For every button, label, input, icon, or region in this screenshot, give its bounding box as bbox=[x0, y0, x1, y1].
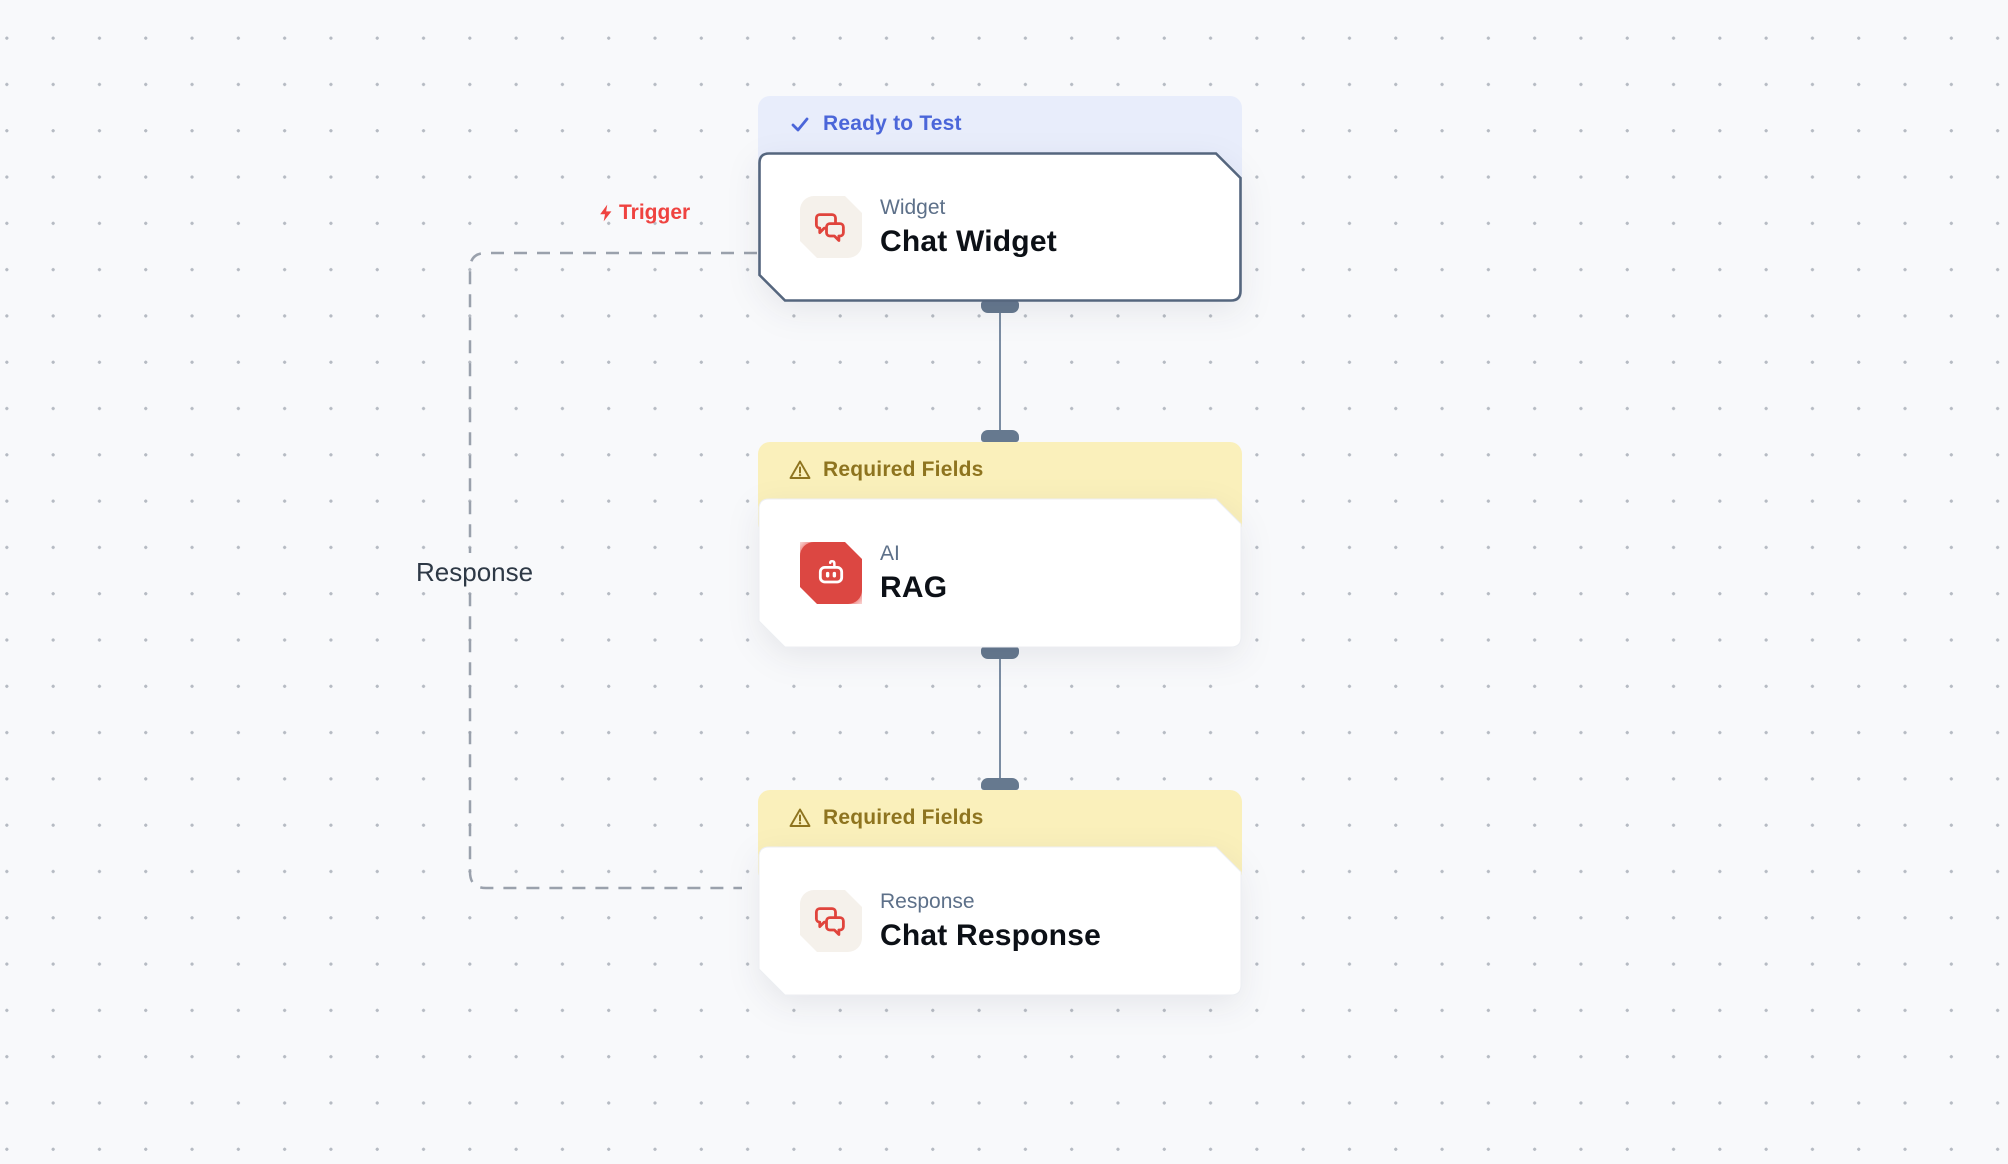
status-badge-label: Ready to Test bbox=[823, 112, 962, 135]
node-rag[interactable]: Required Fields AI RAG bbox=[758, 442, 1242, 648]
bolt-icon bbox=[600, 204, 612, 222]
node-title: RAG bbox=[880, 570, 948, 604]
warning-icon bbox=[789, 808, 811, 827]
chat-bubbles-icon bbox=[800, 890, 862, 952]
node-card[interactable] bbox=[758, 846, 1242, 996]
output-port-handle[interactable] bbox=[981, 301, 1019, 313]
node-card[interactable] bbox=[758, 152, 1242, 302]
status-badge-label: Required Fields bbox=[823, 806, 984, 829]
input-port-handle[interactable] bbox=[981, 778, 1019, 790]
node-type-label: AI bbox=[880, 541, 900, 565]
node-type-label: Widget bbox=[880, 195, 946, 219]
node-chat-response[interactable]: Required Fields Response Chat Response bbox=[758, 790, 1242, 996]
connector-line bbox=[998, 648, 1002, 790]
check-icon bbox=[791, 117, 809, 132]
chat-bubbles-icon bbox=[800, 196, 862, 258]
node-chat-widget[interactable]: Ready to Test Widget Chat Widget bbox=[758, 96, 1242, 302]
input-port-handle[interactable] bbox=[981, 430, 1019, 442]
node-title: Chat Widget bbox=[880, 224, 1057, 258]
node-title: Chat Response bbox=[880, 918, 1101, 952]
status-badge-label: Required Fields bbox=[823, 458, 984, 481]
warning-icon bbox=[789, 460, 811, 479]
node-card[interactable] bbox=[758, 498, 1242, 648]
response-edge-label: Response bbox=[406, 553, 544, 592]
connector-line bbox=[998, 302, 1002, 442]
trigger-label: Trigger bbox=[596, 201, 690, 225]
output-port-handle[interactable] bbox=[981, 647, 1019, 659]
node-type-label: Response bbox=[880, 889, 975, 913]
robot-icon bbox=[800, 542, 862, 604]
